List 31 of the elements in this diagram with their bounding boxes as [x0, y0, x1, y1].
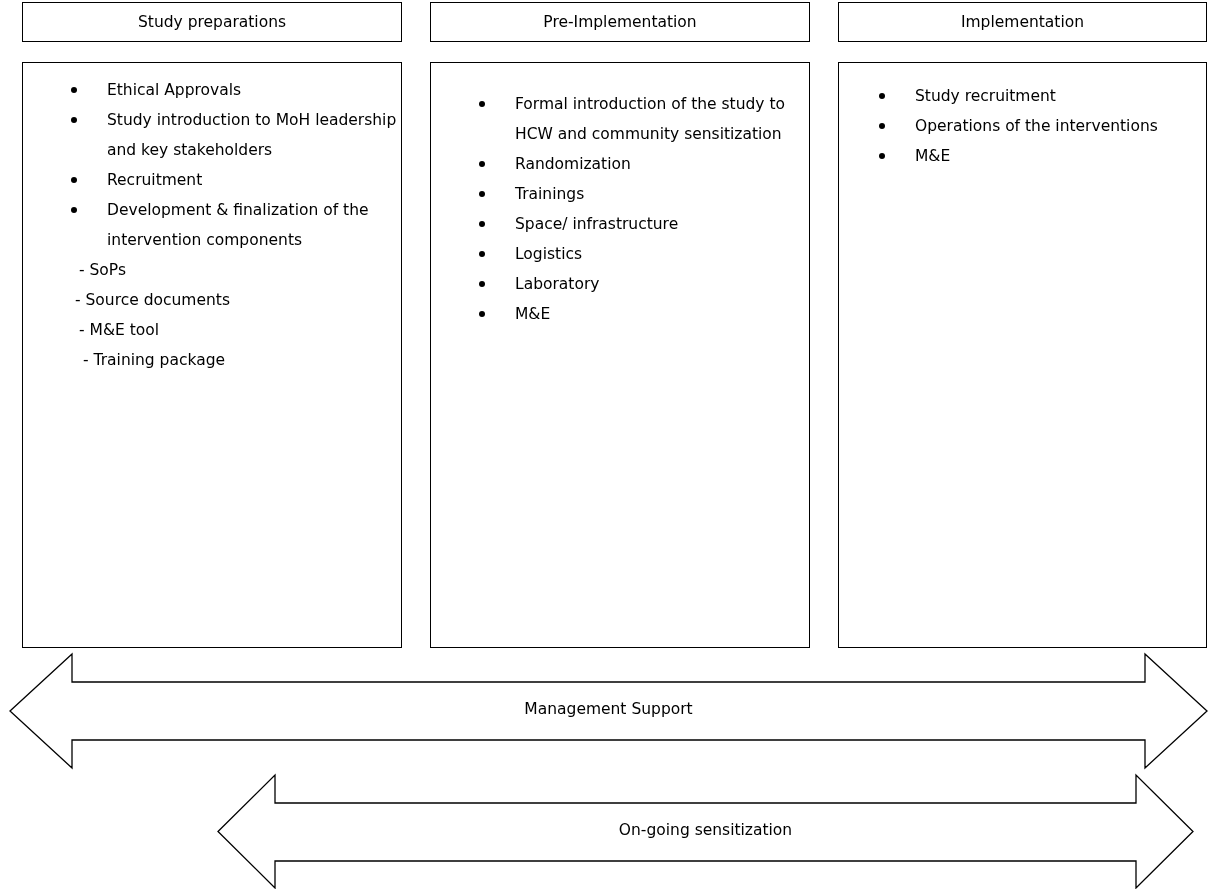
item-text: Laboratory — [515, 275, 600, 293]
item-text: Randomization — [515, 155, 631, 173]
item-text: Development & finalization of the intervention components — [107, 201, 369, 249]
item-text: - SoPs — [79, 261, 126, 279]
phase-activities-box — [22, 62, 402, 648]
item-text: M&E — [915, 147, 951, 165]
phase-activities-box — [430, 62, 810, 648]
phase-header-box — [838, 2, 1207, 42]
phase-title: Study preparations — [137, 13, 287, 31]
item-text: Ethical Approvals — [107, 81, 242, 99]
item-text: - M&E tool — [79, 321, 160, 339]
item-text: Trainings — [515, 185, 585, 203]
item-text: - Training package — [83, 351, 226, 369]
phase-title: Pre-Implementation — [543, 13, 697, 31]
item-text: Recruitment — [107, 171, 203, 189]
double-arrow-banner — [218, 775, 1193, 888]
item-text: - Source documents — [75, 291, 230, 309]
phase-activities-box — [838, 62, 1207, 648]
item-text: M&E — [515, 305, 551, 323]
item-text: Study introduction to MoH leadership and key stakeholders — [107, 111, 397, 159]
item-text: Space/ infrastructure — [515, 215, 679, 233]
banner-label: On-going sensitization — [617, 820, 794, 839]
phase-header-box — [22, 2, 402, 42]
item-text: Operations of the interventions — [915, 117, 1158, 135]
item-text: Study recruitment — [915, 87, 1056, 105]
banner-label: Management Support — [523, 700, 694, 718]
item-text: Formal introduction of the study to HCW and community sensitization — [515, 95, 785, 143]
double-arrow-banner — [10, 654, 1207, 768]
item-text: Logistics — [515, 245, 583, 263]
phase-header-box — [430, 2, 810, 42]
phase-title: Implementation — [960, 13, 1085, 31]
